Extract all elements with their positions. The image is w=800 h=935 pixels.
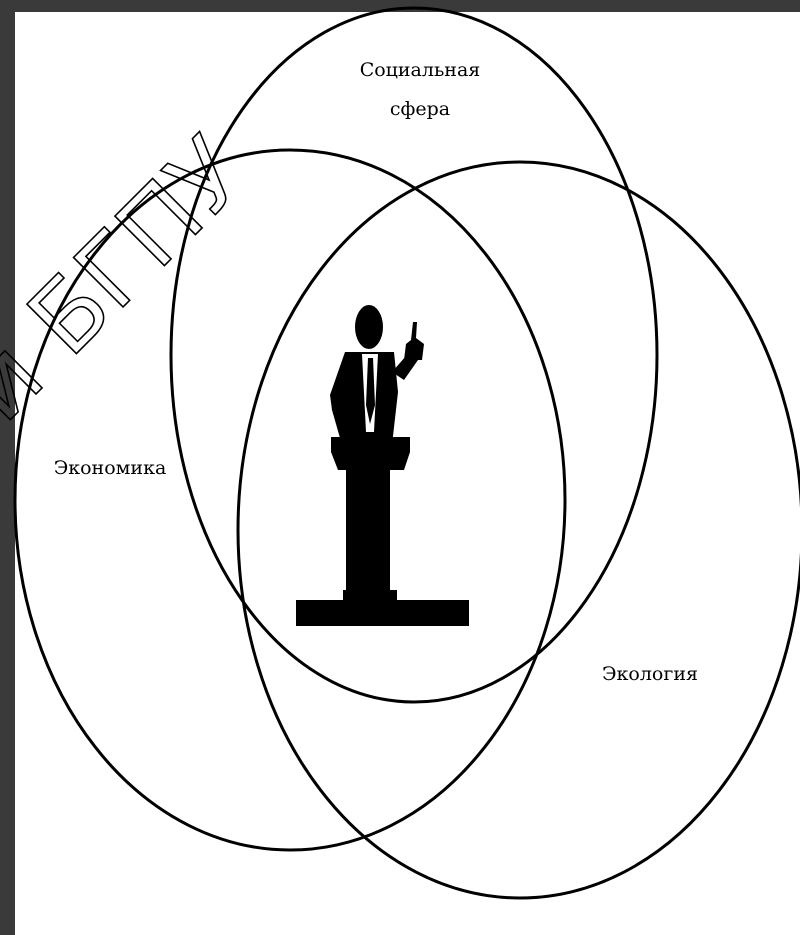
label-social-line2: сфера [390, 98, 450, 120]
label-ecology: Экология [602, 663, 698, 685]
label-social-line1: Социальная [360, 59, 481, 81]
label-economy: Экономика [54, 457, 167, 479]
